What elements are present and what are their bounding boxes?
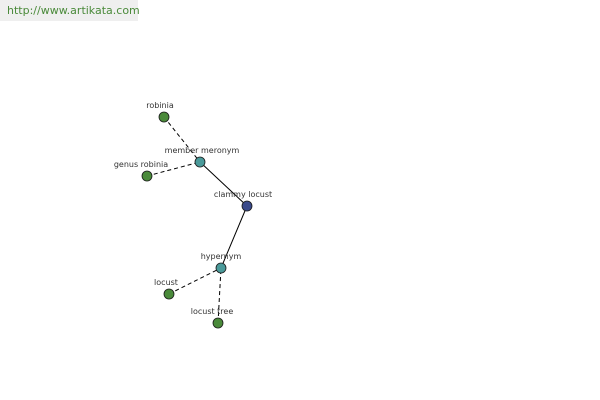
node-dot-member-meronym[interactable] [194,156,206,168]
node-clammy-locust[interactable]: clammy locust [214,190,272,212]
edge-genus-robinia-to-member-meronym [146,161,201,177]
node-label-locust-tree: locust tree [191,307,234,316]
url-bar: http://www.artikata.com [0,0,140,21]
node-label-hypernym: hypernym [201,252,242,261]
node-dot-locust-tree[interactable] [212,317,224,329]
node-locust-tree[interactable]: locust tree [191,307,234,329]
node-dot-genus-robinia[interactable] [141,170,153,182]
edge-locust-tree-to-hypernym [217,267,222,324]
node-locust[interactable]: locust [154,278,178,300]
edge-member-meronym-to-clammy-locust [199,161,248,207]
node-hypernym[interactable]: hypernym [201,252,242,274]
edge-hypernym-to-clammy-locust [220,205,248,269]
node-dot-clammy-locust[interactable] [241,200,253,212]
node-dot-locust[interactable] [163,288,175,300]
node-label-clammy-locust: clammy locust [214,190,272,199]
node-dot-robinia[interactable] [158,111,170,123]
node-label-genus-robinia: genus robinia [114,160,168,169]
edge-locust-to-hypernym [168,267,222,295]
nodes-layer: robinia member meronym genus robinia clammy… [114,101,272,329]
node-genus-robinia[interactable]: genus robinia [114,160,168,182]
edge-robinia-to-member-meronym [163,116,201,163]
edges-layer [146,116,248,324]
node-label-locust: locust [154,278,178,287]
node-robinia[interactable]: robinia [146,101,174,123]
node-label-robinia: robinia [146,101,174,110]
site-url-link[interactable]: http://www.artikata.com [7,4,140,17]
node-label-member-meronym: member meronym [165,146,240,155]
node-dot-hypernym[interactable] [215,262,227,274]
node-member-meronym[interactable]: member meronym [165,146,240,168]
